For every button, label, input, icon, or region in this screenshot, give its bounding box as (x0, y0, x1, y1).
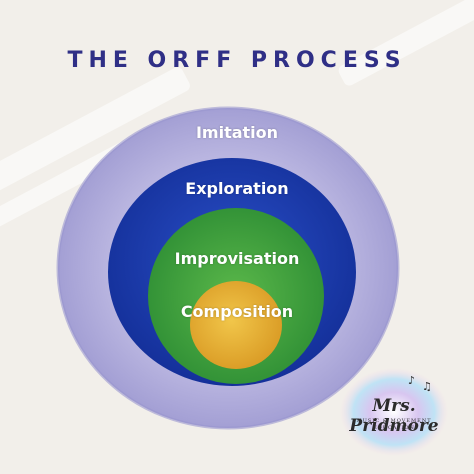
logo-watercolor (340, 368, 448, 456)
music-note-icon: ♫ (422, 380, 432, 393)
logo-name: Mrs. Pridmore (349, 396, 439, 436)
page-title: THE ORFF PROCESS (67, 48, 407, 73)
logo-tagline: MUSIC & MOVEMENT EDUCATION (338, 418, 450, 432)
ring-composition (190, 281, 282, 369)
label-imitation: Imitation (195, 123, 279, 142)
logo-tagline-line-1: MUSIC & MOVEMENT (356, 418, 432, 424)
label-composition: Composition (180, 302, 294, 321)
logo-tagline-line-2: EDUCATION (373, 425, 415, 431)
label-improvisation: Improvisation (174, 249, 300, 268)
label-exploration: Exploration (185, 179, 289, 198)
brand-logo: ♪ ♫ Mrs. Pridmore MUSIC & MOVEMENT EDUCA… (338, 366, 450, 458)
music-note-icon: ♪ (408, 374, 416, 387)
